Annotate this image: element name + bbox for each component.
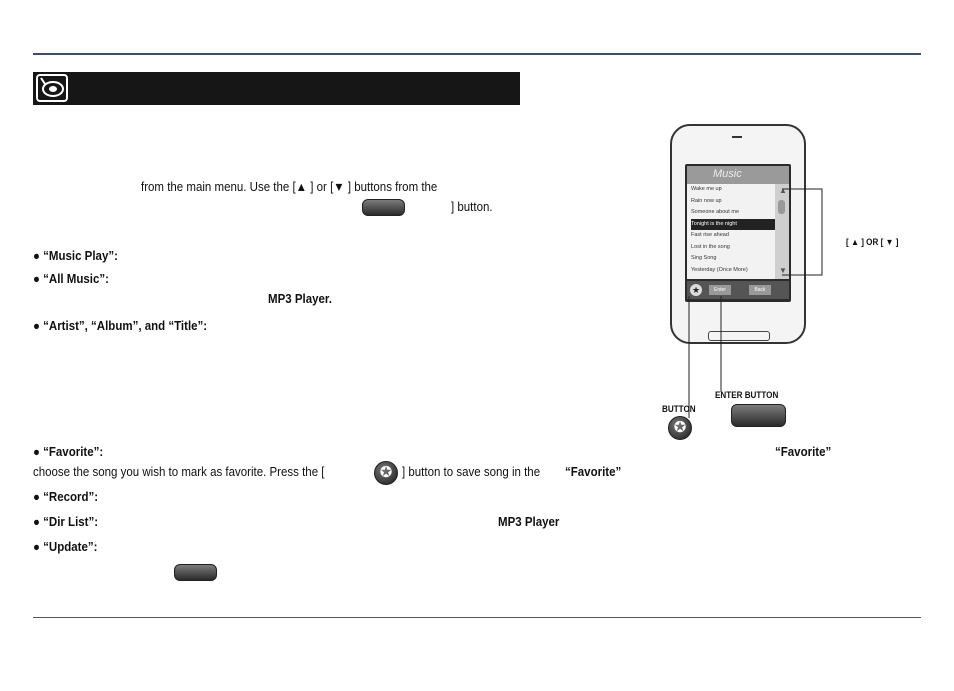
favorite-label-right: “Favorite” xyxy=(775,445,832,459)
section-header-bar xyxy=(33,72,520,105)
favorite-instruction-b: ] button to save song in the xyxy=(402,465,541,479)
scroll-thumb xyxy=(778,200,785,214)
scroll-down-icon: ▼ xyxy=(779,266,787,275)
screen-title-bar: Music xyxy=(687,166,789,184)
hardware-buttons xyxy=(708,331,770,341)
screen-title: Music xyxy=(713,168,742,180)
mp3-player-text-2: MP3 Player xyxy=(498,515,560,529)
arrows-callout-label: [ ▲ ] OR [ ▼ ] xyxy=(846,237,899,247)
scrollbar: ▲ ▼ xyxy=(775,184,789,279)
star-button-label: BUTTON xyxy=(662,404,696,414)
song-item: Sing Song xyxy=(691,255,717,261)
enter-button-graphic xyxy=(731,404,786,427)
mp3-player-device: Music Wake me up Rain now up Someone abo… xyxy=(670,124,806,344)
softkey-enter: Enter xyxy=(709,285,731,295)
song-item: Someone about me xyxy=(691,209,740,215)
song-item: Rain now up xyxy=(691,197,722,204)
instruction-line-2: ] button. xyxy=(451,200,493,214)
speaker-slot xyxy=(732,136,742,138)
mp3-player-text: MP3 Player. xyxy=(268,292,332,306)
bottom-rule xyxy=(33,617,921,618)
option-update: ● “Update”: xyxy=(33,540,98,554)
music-disc-icon xyxy=(36,74,68,102)
song-item: Yesterday (Once More) xyxy=(691,266,748,273)
option-favorite: ● “Favorite”: xyxy=(33,445,104,459)
option-record: ● “Record”: xyxy=(33,490,99,504)
top-rule xyxy=(33,53,921,55)
song-item: Lost in the song xyxy=(691,243,730,250)
enter-button-inline-2 xyxy=(174,564,217,581)
star-icon: ✪ xyxy=(668,416,692,440)
song-item: Fast rise ahead xyxy=(691,232,729,238)
favorite-instruction-bold: “Favorite” xyxy=(565,465,622,479)
enter-button-label: ENTER BUTTON xyxy=(715,390,779,400)
song-list: Wake me up Rain now up Someone about me … xyxy=(687,184,775,279)
instruction-line-1: from the main menu. Use the [▲ ] or [▼ ]… xyxy=(141,180,438,194)
scroll-up-icon: ▲ xyxy=(779,186,787,195)
softkey-bar: ★ Enter Back xyxy=(687,281,789,299)
enter-button-inline xyxy=(362,199,405,216)
option-music-play: ● “Music Play”: xyxy=(33,249,118,263)
favorite-instruction-a: choose the song you wish to mark as favo… xyxy=(33,465,325,479)
softkey-back: Back xyxy=(749,285,771,295)
star-icon: ★ xyxy=(690,284,702,296)
star-icon: ✪ xyxy=(374,461,398,485)
option-dir-list: ● “Dir List”: xyxy=(33,515,99,529)
option-artist-album-title: ● “Artist”, “Album”, and “Title”: xyxy=(33,319,208,333)
device-screen: Music Wake me up Rain now up Someone abo… xyxy=(685,164,791,302)
song-item: Wake me up xyxy=(691,186,722,192)
song-item-selected: Tonight is the night xyxy=(691,218,775,230)
option-all-music: ● “All Music”: xyxy=(33,272,109,286)
